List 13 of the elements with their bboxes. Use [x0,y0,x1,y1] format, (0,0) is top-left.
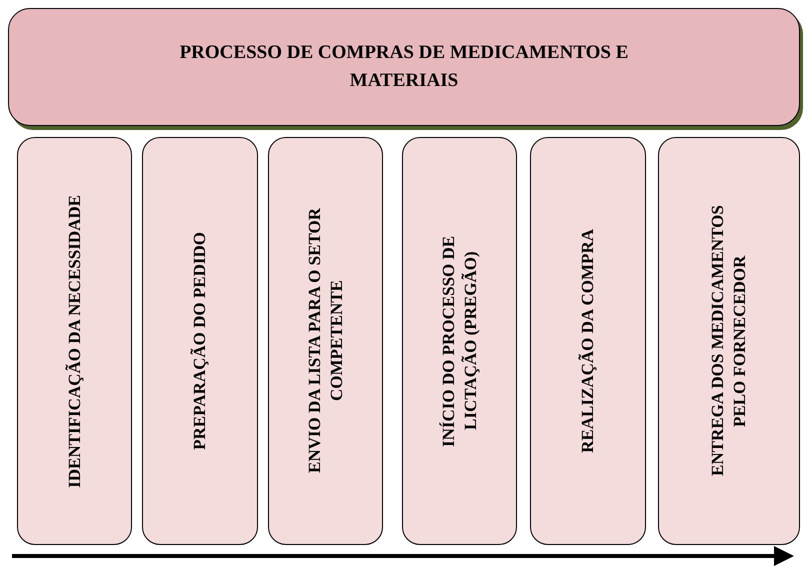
step-box [402,137,517,545]
step-label: REALIZAÇÃO DA COMPRA [577,229,598,453]
process-heading: PROCESSO DE COMPRAS DE MEDICAMENTOS E MATERIAIS [178,41,630,93]
step-box [142,137,258,545]
step-label: INÍCIO DO PROCESSO DE LICTAÇÃO (PREGÃO) [438,234,480,449]
step-label: PREPARAÇÃO DO PEDIDO [189,232,210,450]
step-box [658,137,800,545]
step-label: ENTREGA DOS MEDICAMENTOS PELO FORNECEDOR [707,204,750,478]
step-box [530,137,646,545]
step-box [17,137,132,545]
step-box [268,137,383,545]
step-label: IDENTIFICAÇÃO DA NECESSIDADE [64,194,84,488]
step-label: ENVIO DA LISTA PARA O SETOR COMPETENTE [304,207,346,476]
